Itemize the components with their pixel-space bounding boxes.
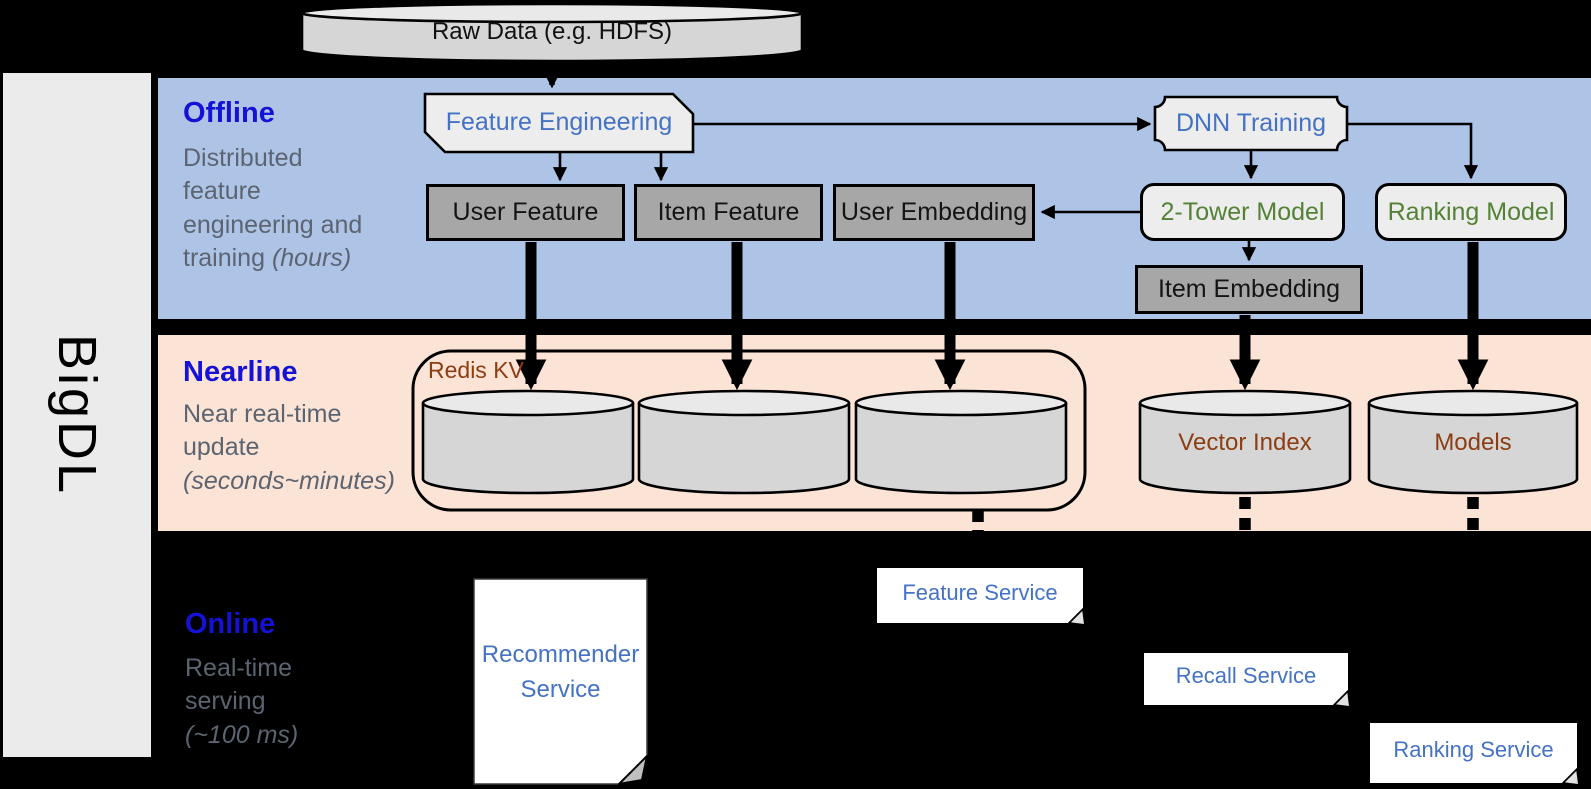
bigdl-sidebar: BigDL bbox=[3, 73, 151, 757]
ranking-model-node: Ranking Model bbox=[1375, 183, 1567, 241]
user-embedding-label: User Embedding bbox=[840, 198, 1028, 226]
ranking-service-label: Ranking Service bbox=[1393, 737, 1554, 763]
nearline-description-note: (seconds~minutes) bbox=[183, 466, 395, 495]
item-embedding-node: Item Embedding bbox=[1135, 265, 1363, 314]
nearline-title: Nearline bbox=[183, 356, 298, 388]
two-tower-model-label: 2-Tower Model bbox=[1160, 197, 1325, 226]
vector-index-label: Vector Index bbox=[1178, 429, 1312, 456]
user-feature-label: User Feature bbox=[452, 198, 599, 226]
dnn-training-label: DNN Training bbox=[1175, 108, 1327, 137]
recall-service-label: Recall Service bbox=[1175, 663, 1317, 689]
item-embedding-label: Item Embedding bbox=[1157, 275, 1341, 303]
offline-title: Offline bbox=[183, 97, 275, 129]
nearline-description-text: Near real-time update bbox=[183, 400, 342, 462]
ranking-model-label: Ranking Model bbox=[1387, 197, 1555, 226]
offline-description-text: Distributed feature engineering and trai… bbox=[183, 144, 363, 272]
online-description-text: Real-time serving bbox=[185, 654, 292, 716]
recommender-service-label: Recommender Service bbox=[481, 641, 640, 703]
feature-service-label: Feature Service bbox=[902, 580, 1058, 606]
online-title: Online bbox=[185, 608, 276, 640]
raw-data-label: Raw Data (e.g. HDFS) bbox=[431, 18, 673, 45]
item-feature-label: Item Feature bbox=[657, 198, 800, 226]
item-feature-node: Item Feature bbox=[634, 184, 823, 241]
user-feature-node: User Feature bbox=[426, 184, 625, 241]
bigdl-vertical-label: BigDL bbox=[47, 333, 107, 497]
models-label: Models bbox=[1434, 429, 1512, 456]
two-tower-model-node: 2-Tower Model bbox=[1140, 183, 1345, 241]
online-description: Real-time serving (~100 ms) bbox=[185, 652, 335, 752]
online-description-note: (~100 ms) bbox=[185, 720, 299, 749]
user-embedding-node: User Embedding bbox=[833, 184, 1035, 241]
feature-engineering-label: Feature Engineering bbox=[445, 108, 673, 137]
nearline-description: Near real-time update (seconds~minutes) bbox=[183, 398, 398, 498]
redis-kv-label: Redis KV bbox=[428, 356, 524, 383]
offline-description-note: (hours) bbox=[271, 243, 352, 272]
offline-description: Distributed feature engineering and trai… bbox=[183, 142, 383, 275]
